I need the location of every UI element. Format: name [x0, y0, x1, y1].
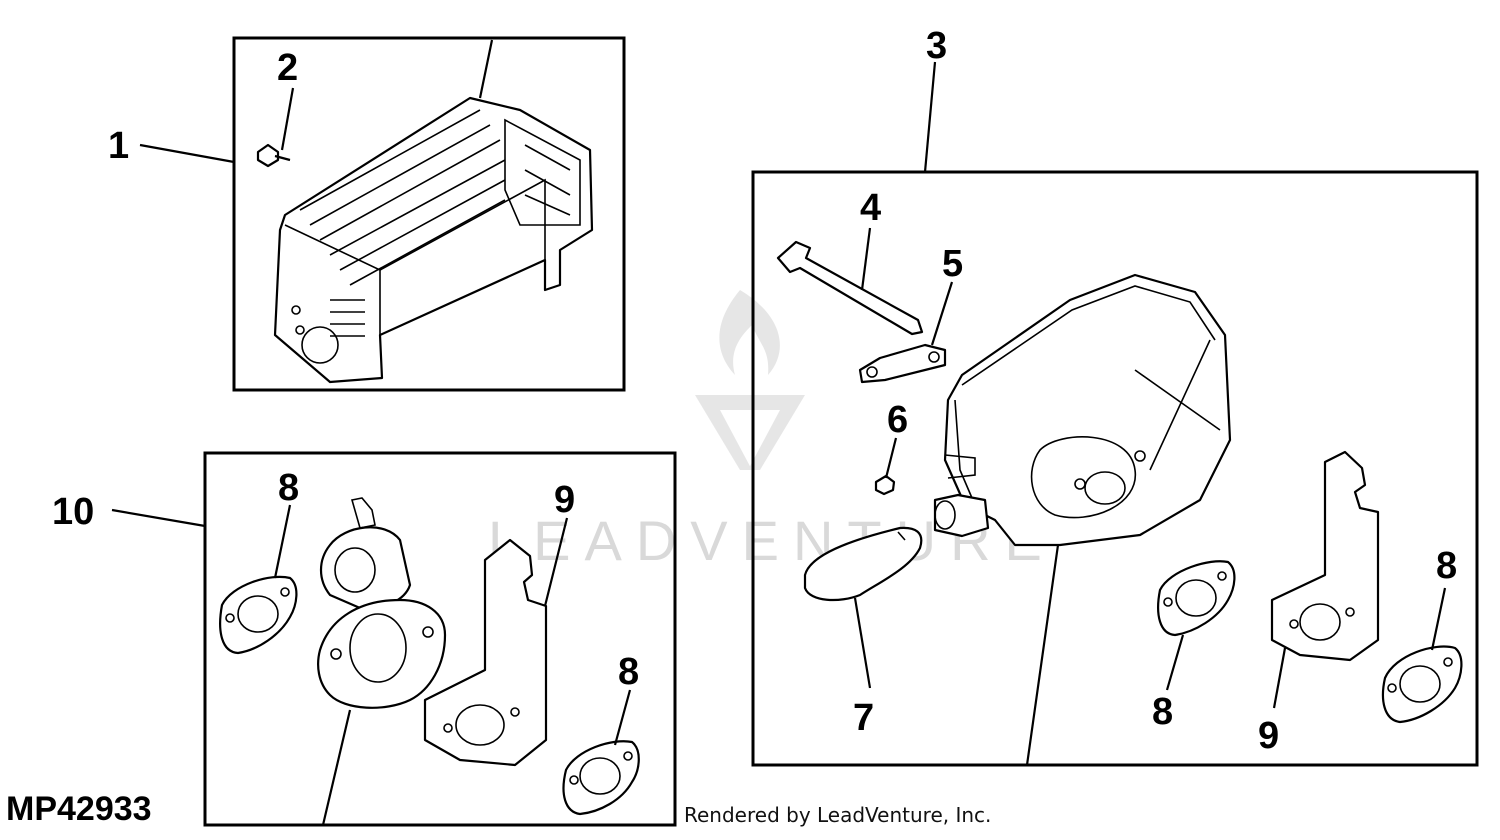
bracket-part [1270, 450, 1380, 662]
callout-9-muffler: 9 [1258, 715, 1279, 757]
callout-8-elbow-bottom: 8 [618, 651, 639, 693]
lock-tab-part [858, 343, 947, 384]
callout-3: 3 [926, 25, 947, 67]
rod-bolt-part [776, 240, 924, 336]
gasket-part [219, 575, 298, 655]
callout-7: 7 [853, 697, 874, 739]
callout-4: 4 [860, 187, 881, 229]
gasket-part [1157, 560, 1236, 637]
callout-1: 1 [108, 125, 129, 167]
callout-8-elbow-top: 8 [278, 467, 299, 509]
small-screw-part [874, 474, 896, 496]
render-credit: Rendered by LeadVenture, Inc. [684, 803, 991, 827]
diagram-reference-code: MP42933 [6, 790, 152, 828]
callout-9-elbow: 9 [554, 479, 575, 521]
screw-part [256, 143, 291, 168]
watermark-logo [695, 290, 805, 470]
callout-6: 6 [887, 399, 908, 441]
gasket-part [562, 740, 640, 816]
assembly-box-1 [232, 36, 626, 392]
gasket-part [1381, 645, 1463, 724]
muffler-part [933, 273, 1232, 547]
callout-2: 2 [277, 47, 298, 89]
assembly-box-10 [203, 451, 677, 827]
callout-10: 10 [52, 491, 94, 533]
bracket-part [423, 538, 548, 767]
exhaust-elbow-part [317, 497, 447, 709]
assembly-box-3 [751, 170, 1479, 767]
callout-8-muffler: 8 [1152, 691, 1173, 733]
callout-8-right: 8 [1436, 545, 1457, 587]
heat-shield-part [273, 96, 594, 384]
deflector-part [803, 526, 923, 602]
callout-5: 5 [942, 243, 963, 285]
